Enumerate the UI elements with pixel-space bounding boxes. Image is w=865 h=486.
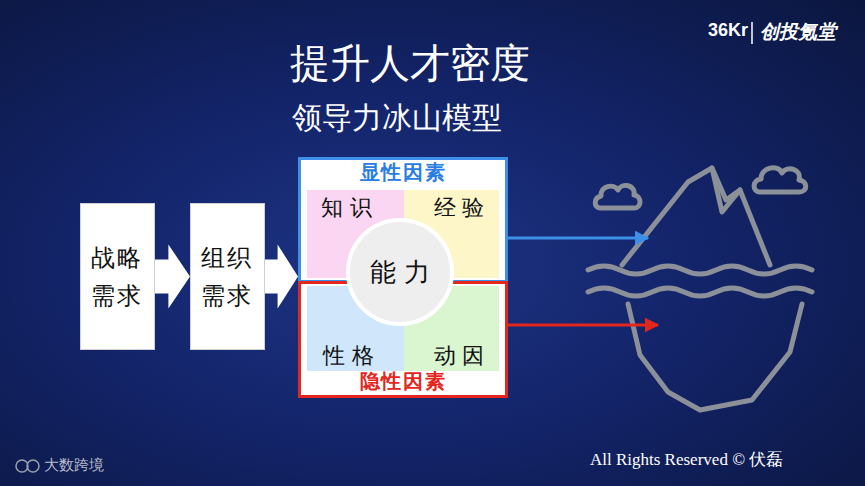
node-text: 能力: [350, 256, 450, 289]
subtitle: 领导力冰山模型: [292, 98, 502, 139]
logo-divider: [751, 22, 753, 44]
watermark: 大数跨境: [44, 456, 104, 475]
node-text: 显性因素: [301, 160, 505, 185]
logo-text: 创投氪堂: [760, 19, 836, 45]
node-text: 经验: [434, 194, 491, 222]
process-box: 战略 需求: [80, 203, 155, 350]
node-text: 动因: [434, 342, 491, 370]
title: 提升人才密度: [0, 36, 820, 91]
copyright-note: All Rights Reserved © 伏磊: [590, 448, 783, 471]
wave-line: [588, 266, 812, 274]
implicit-arrow: [508, 324, 658, 327]
node-text: 组织 需求: [199, 238, 256, 315]
explicit-arrow: [508, 237, 648, 240]
node-text: 知识: [321, 194, 378, 222]
iceberg-underwater: [628, 304, 802, 410]
iceberg-crease: [712, 168, 740, 212]
cloud-outline: [595, 185, 640, 208]
watermark-icon: [16, 460, 39, 472]
block-arrow: [154, 245, 190, 309]
cloud-outline: [754, 168, 806, 192]
iceberg-top: [622, 168, 770, 265]
wave-line: [588, 288, 812, 296]
node-text: 性格: [323, 342, 380, 370]
process-box: 组织 需求: [190, 203, 265, 350]
node-text: 隐性因素: [301, 369, 505, 394]
logo-text: 36Kr: [708, 20, 748, 41]
ability-circle: 能力: [346, 218, 454, 326]
block-arrow: [264, 245, 298, 309]
node-text: 战略 需求: [89, 238, 146, 315]
